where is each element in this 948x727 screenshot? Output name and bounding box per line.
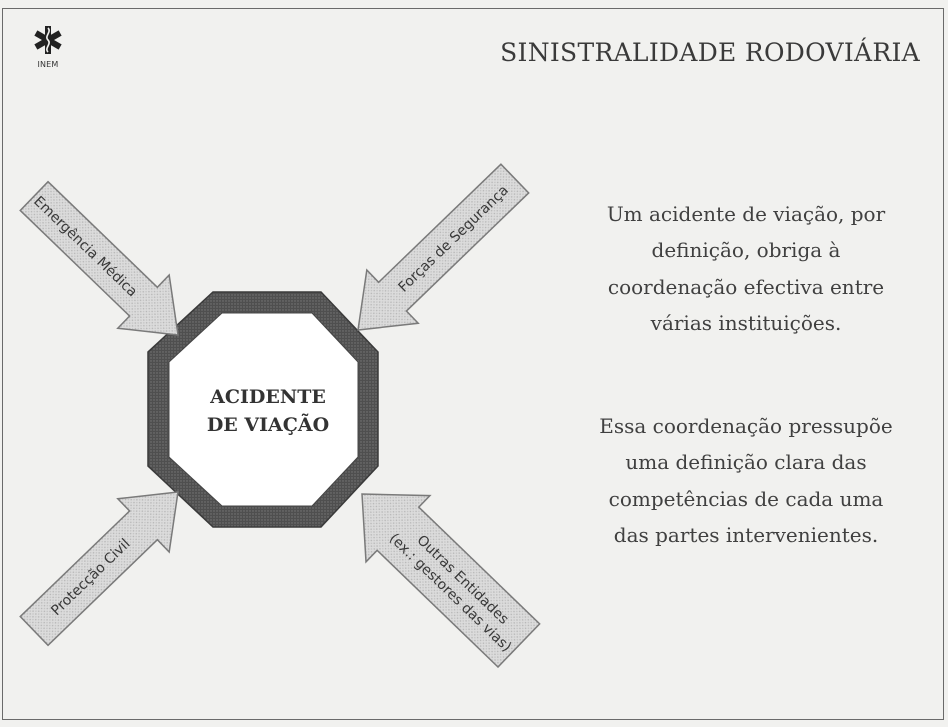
page-title: SINISTRALIDADE RODOVIÁRIA (500, 38, 920, 67)
paragraph-2: Essa coordenação pressupõe uma definição… (566, 408, 926, 554)
center-label-line2: DE VIAÇÃO (206, 413, 330, 436)
paragraph-1-line: várias instituições. (650, 311, 842, 336)
arrow-outras-entidades: Outras Entidades (ex.: gestores das vias… (361, 493, 541, 669)
arrow-label-emergencia-medica: Emergência Médica (30, 193, 140, 300)
center-label: ACIDENTE DE VIAÇÃO (170, 384, 366, 439)
paragraph-2-line: das partes intervenientes. (613, 523, 879, 548)
arrow-proteccao-civil: Protecção Civil (19, 491, 179, 647)
arrow-emergencia-medica: Emergência Médica (19, 180, 179, 336)
paragraph-1: Um acidente de viação, por definição, ob… (566, 196, 926, 342)
logo-text: INEM (37, 60, 59, 69)
paragraph-1-line: coordenação efectiva entre (607, 274, 885, 299)
inem-logo: INEM (24, 20, 72, 74)
paragraph-2-line: uma definição clara das (625, 450, 867, 475)
paragraph-2-line: competências de cada uma (608, 486, 884, 511)
paragraph-2-line: Essa coordenação pressupõe (599, 414, 893, 438)
slide-border (2, 8, 944, 720)
arrow-label-forcas-seguranca: Forças de Segurança (395, 182, 511, 295)
paragraph-1-line: Um acidente de viação, por (606, 202, 886, 226)
octagon-inner (168, 312, 359, 507)
arrow-forcas-seguranca: Forças de Segurança (357, 163, 530, 331)
center-label-line1: ACIDENTE (210, 386, 326, 408)
star-of-life-icon (34, 26, 62, 54)
paragraph-1-line: definição, obriga à (651, 238, 841, 263)
